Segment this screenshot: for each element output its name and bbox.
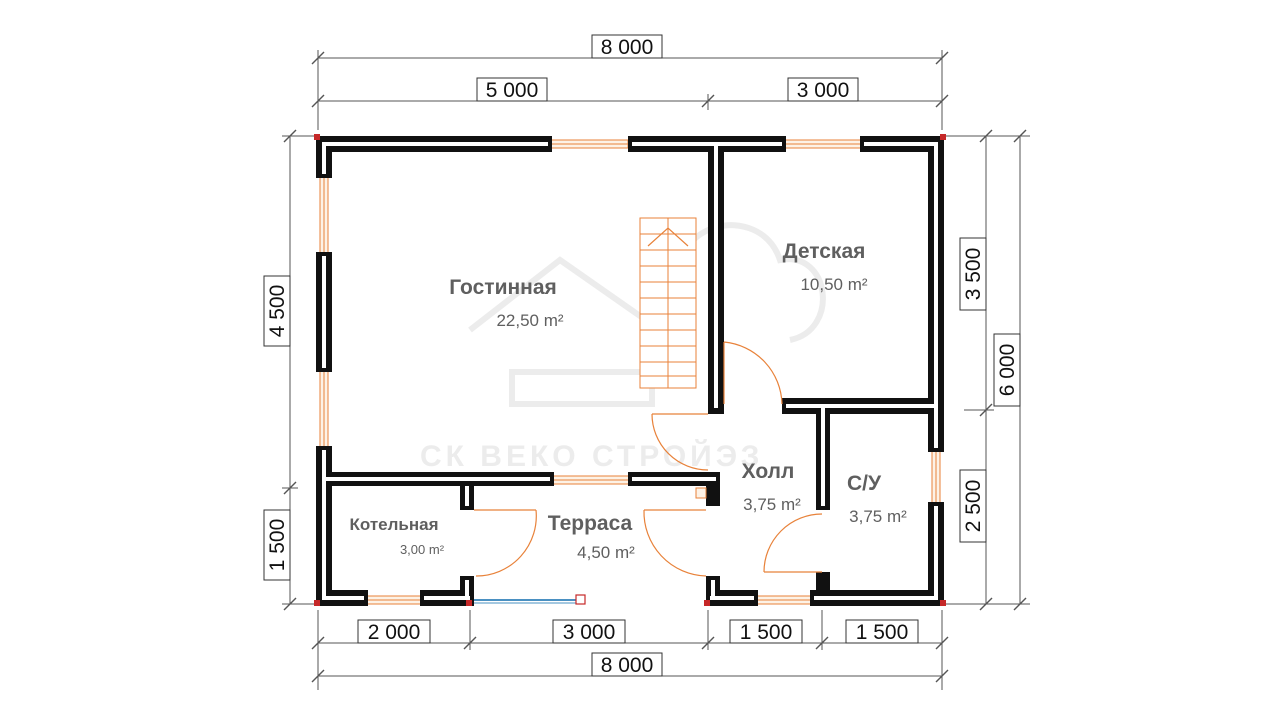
dimension-top: 8 000 5 000 3 000 [311, 34, 949, 130]
dim-left-lower: 1 500 [266, 519, 289, 572]
room-hall-name: Холл [742, 460, 795, 483]
dimension-left: 4 500 1 500 [263, 129, 316, 611]
dim-top-left: 5 000 [486, 79, 539, 102]
walls [316, 136, 944, 606]
room-terrace-name: Терраса [548, 512, 633, 535]
room-bath-name: С/У [847, 472, 882, 495]
room-hall-area: 3,75 m² [743, 495, 801, 514]
corner-markers [314, 134, 946, 606]
room-living-area: 22,50 m² [496, 311, 563, 330]
dim-bottom-1: 2 000 [368, 621, 421, 644]
dim-bottom-total: 8 000 [601, 654, 654, 677]
dimension-bottom: 2 000 3 000 1 500 1 500 8 000 [311, 610, 949, 690]
watermark-text: СК ВЕКО СТРОЙЭЗ [420, 439, 763, 473]
dim-bottom-2: 3 000 [563, 621, 616, 644]
dim-right-total: 6 000 [996, 344, 1019, 397]
room-boiler-name: Котельная [349, 515, 438, 534]
dim-bottom-3: 1 500 [740, 621, 793, 644]
dim-bottom-4: 1 500 [856, 621, 909, 644]
room-living-name: Гостинная [449, 276, 557, 299]
dim-top-right: 3 000 [797, 79, 850, 102]
room-kids-name: Детская [783, 240, 866, 263]
dim-left-upper: 4 500 [266, 285, 289, 338]
room-labels: Гостинная 22,50 m² Детская 10,50 m² Холл… [349, 240, 907, 562]
dimension-right: 3 500 2 500 6 000 [944, 129, 1030, 611]
room-boiler-area: 3,00 m² [400, 542, 445, 557]
room-terrace-area: 4,50 m² [577, 543, 635, 562]
watermark: СК ВЕКО СТРОЙЭЗ [420, 222, 826, 473]
room-bath-area: 3,75 m² [849, 507, 907, 526]
dim-right-lower: 2 500 [962, 480, 985, 533]
dim-top-total: 8 000 [601, 36, 654, 59]
staircase [639, 217, 697, 389]
dim-right-upper: 3 500 [962, 248, 985, 301]
doors [474, 341, 823, 577]
room-kids-area: 10,50 m² [800, 275, 867, 294]
